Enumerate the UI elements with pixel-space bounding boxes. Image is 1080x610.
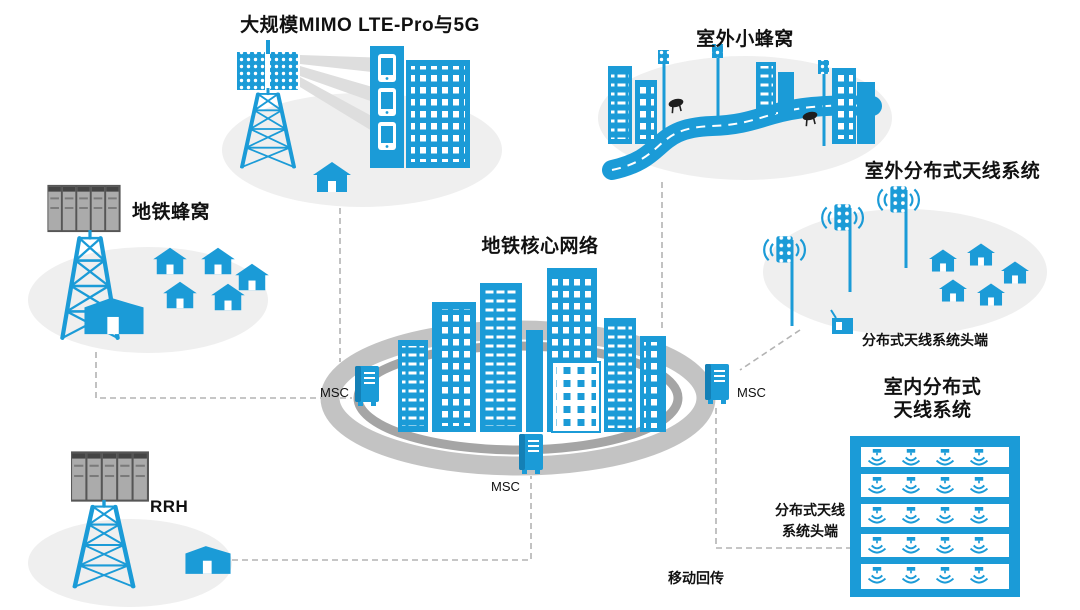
mimo-beams [300,55,390,142]
city-buildings [608,62,875,144]
ceiling-antenna-row [867,449,989,466]
msc-right-label: MSC [737,385,766,400]
rrh-label: RRH [150,497,189,516]
outdoor-small-cell-title: 室外小蜂窝 [696,29,794,50]
massive-mimo-cluster [237,40,470,192]
server-rack-icon [71,451,149,502]
indoor-das-headend-line2: 系统头端 [782,523,838,539]
outdoor-das-title: 室外分布式天线系统 [864,161,1041,182]
das-headend-unit-icon [830,309,853,334]
massive-mimo-array-icon [237,40,298,90]
core-network-title: 地铁核心网络 [481,236,599,257]
small-cell-poles [662,56,826,146]
link-indoor-msc [715,406,852,549]
msc-left-cabinet-icon [354,366,380,406]
panel-antenna-icon [877,185,920,214]
link-metro-msc [95,352,352,399]
ceiling-antenna-row [867,507,989,524]
mobile-backhaul-label: 移动回传 [668,570,724,586]
link-rrh-msc [232,476,532,561]
small-cell-unit-icons [668,98,818,127]
massive-mimo-title: 大规模MIMO LTE-Pro与5G [240,15,480,36]
msc-left-label: MSC [320,385,349,400]
msc-bottom-label: MSC [491,479,520,494]
server-rack-icon [47,184,121,233]
backhaul-links [95,182,852,561]
ceiling-antenna-row [867,567,989,584]
das-headend-label: 分布式天线系统头端 [862,332,988,348]
ceiling-antenna-row [867,477,989,494]
indoor-das-building [850,436,1020,597]
pole-top-antenna-icons [658,44,829,74]
msc-bottom-cabinet-icon [518,434,544,474]
outdoor-das-platform [763,209,1047,335]
indoor-das-title-line1: 室内分布式 [883,377,982,398]
outdoor-das-cluster [763,185,1029,334]
indoor-das-title: 室内分布式 天线系统 [855,376,1010,422]
smartphone-icons [378,54,396,150]
msc-right-cabinet-icon [704,364,730,404]
core-city [398,268,666,433]
ceiling-antenna-row [867,537,989,554]
link-das-msc [739,329,801,371]
indoor-das-headend-line1: 分布式天线 [775,502,845,518]
outdoor-small-cell-cluster [602,44,882,180]
indoor-das-headend-label: 分布式天线 系统头端 [764,500,856,542]
indoor-das-title-line2: 天线系统 [893,400,972,421]
metro-cell-title: 地铁蜂窝 [132,202,211,223]
